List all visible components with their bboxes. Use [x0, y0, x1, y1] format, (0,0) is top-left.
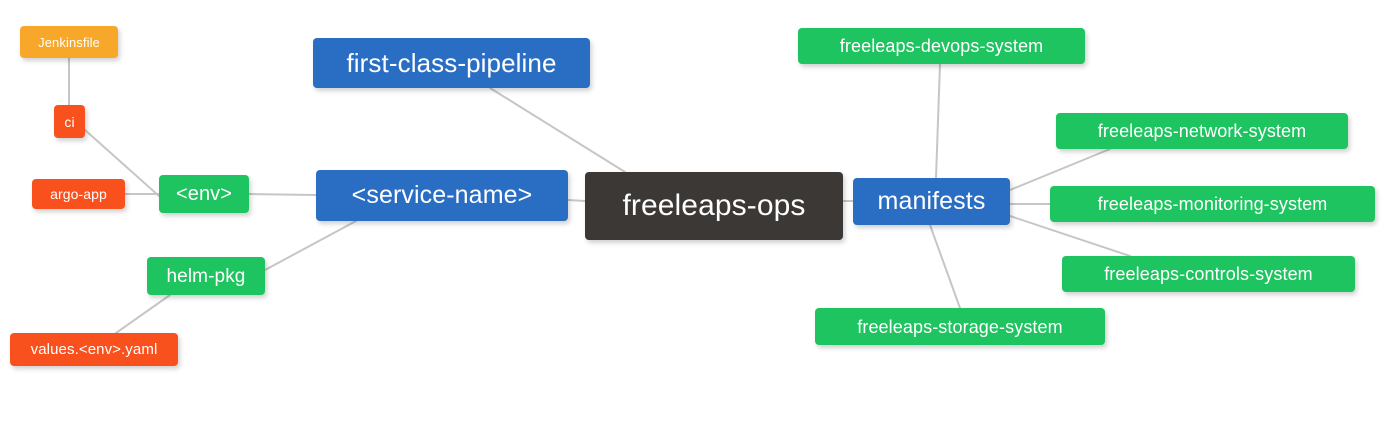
edge-manifests-to-network-system [1009, 148, 1111, 191]
edge-env-to-service-name [248, 193, 317, 196]
mindmap-node-controls-system[interactable]: freeleaps-controls-system [1062, 256, 1355, 292]
mindmap-node-jenkinsfile[interactable]: Jenkinsfile [20, 26, 118, 58]
mindmap-node-manifests[interactable]: manifests [853, 178, 1010, 225]
mindmap-node-ci[interactable]: ci [54, 105, 85, 138]
edge-service-name-to-helm-pkg [264, 220, 357, 271]
mindmap-node-storage-system[interactable]: freeleaps-storage-system [815, 308, 1105, 345]
mindmap-node-argo-app[interactable]: argo-app [32, 179, 125, 209]
edge-service-name-to-freeleaps-ops [567, 199, 586, 202]
mindmap-node-first-class-pipeline[interactable]: first-class-pipeline [313, 38, 590, 88]
edge-manifests-to-controls-system [1009, 215, 1131, 257]
edge-helm-pkg-to-values-yaml [115, 294, 171, 334]
mindmap-node-service-name[interactable]: <service-name> [316, 170, 568, 221]
edge-first-class-pipeline-to-freeleaps-ops [489, 87, 626, 173]
mindmap-node-devops-system[interactable]: freeleaps-devops-system [798, 28, 1085, 64]
mindmap-node-network-system[interactable]: freeleaps-network-system [1056, 113, 1348, 149]
mindmap-node-monitoring-system[interactable]: freeleaps-monitoring-system [1050, 186, 1375, 222]
mindmap-node-env[interactable]: <env> [159, 175, 249, 213]
mindmap-node-values-yaml[interactable]: values.<env>.yaml [10, 333, 178, 366]
mindmap-node-helm-pkg[interactable]: helm-pkg [147, 257, 265, 295]
edge-manifests-to-storage-system [929, 224, 961, 309]
mindmap-node-freeleaps-ops[interactable]: freeleaps-ops [585, 172, 843, 240]
edge-manifests-to-devops-system [935, 63, 941, 179]
